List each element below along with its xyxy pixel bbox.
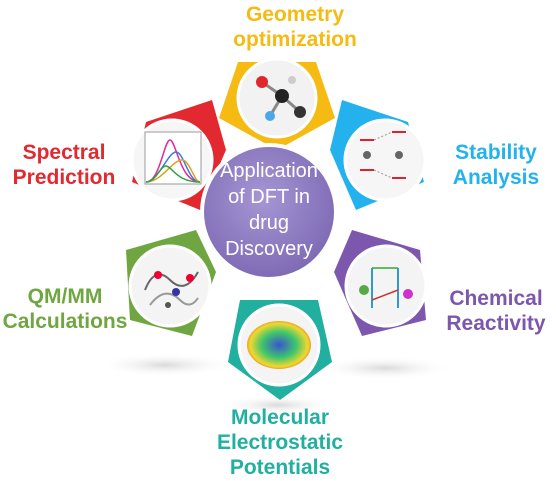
- molecule-ball-stick-image: [256, 76, 306, 121]
- segment-reactivity: [334, 230, 428, 336]
- shadow: [218, 395, 338, 415]
- center-title: Application of DFT in drug Discovery: [203, 158, 335, 262]
- segment-stability: [330, 100, 427, 210]
- segment-reactivity-circle: [344, 244, 428, 328]
- reaction-pathway-image: [359, 267, 413, 308]
- center-line: of DFT in: [228, 186, 310, 208]
- label-reactivity: Chemical Reactivity: [438, 286, 554, 336]
- label-mep: Molecular Electrostatic Potentials: [205, 405, 355, 480]
- segment-spectral: [130, 100, 226, 210]
- label-line: Analysis: [452, 166, 540, 189]
- label-spectral: Spectral Prediction: [2, 140, 126, 190]
- label-line: Reactivity: [446, 312, 546, 335]
- segment-mep: [228, 300, 332, 400]
- label-geometry: Geometry optimization: [220, 2, 370, 52]
- segment-qmmm-circle: [128, 244, 212, 328]
- center-line: Application: [220, 160, 318, 182]
- protein-ligand-image: [144, 271, 199, 308]
- energy-level-diagram-image: [360, 131, 406, 179]
- shadow: [95, 353, 235, 377]
- spectrum-plot-image: [144, 131, 202, 185]
- label-line: Prediction: [12, 166, 116, 189]
- label-line: Geometry: [245, 3, 345, 26]
- center-circle: [200, 143, 338, 281]
- label-line: Chemical: [449, 287, 543, 310]
- center-line: Discovery: [225, 238, 313, 260]
- electrostatic-map-image: [247, 321, 311, 369]
- center-line: drug: [248, 212, 290, 234]
- label-line: Potentials: [229, 456, 331, 479]
- label-stability: Stability Analysis: [438, 140, 554, 190]
- segment-stability-circle: [343, 118, 427, 202]
- label-line: QM/MM: [27, 285, 103, 308]
- label-line: optimization: [233, 28, 357, 51]
- segment-geometry: [219, 57, 335, 150]
- label-line: Molecular: [230, 406, 330, 429]
- label-qmmm: QM/MM Calculations: [0, 284, 130, 334]
- shadow: [315, 356, 455, 380]
- label-line: Stability: [455, 141, 537, 164]
- label-line: Calculations: [2, 310, 128, 333]
- label-line: Spectral: [22, 141, 106, 164]
- segment-qmmm: [126, 230, 216, 336]
- label-line: Electrostatic: [216, 431, 344, 454]
